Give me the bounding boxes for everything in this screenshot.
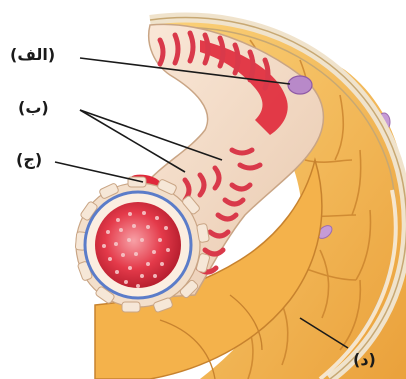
label-alef: (الف) [10, 45, 55, 64]
tubule-cross-section [75, 177, 210, 313]
tubule-nucleus [288, 76, 312, 94]
label-be: (ب) [18, 98, 49, 117]
leader-line-jim [55, 162, 143, 182]
label-dal: (د) [353, 350, 376, 369]
label-jim: (ج) [16, 150, 42, 169]
